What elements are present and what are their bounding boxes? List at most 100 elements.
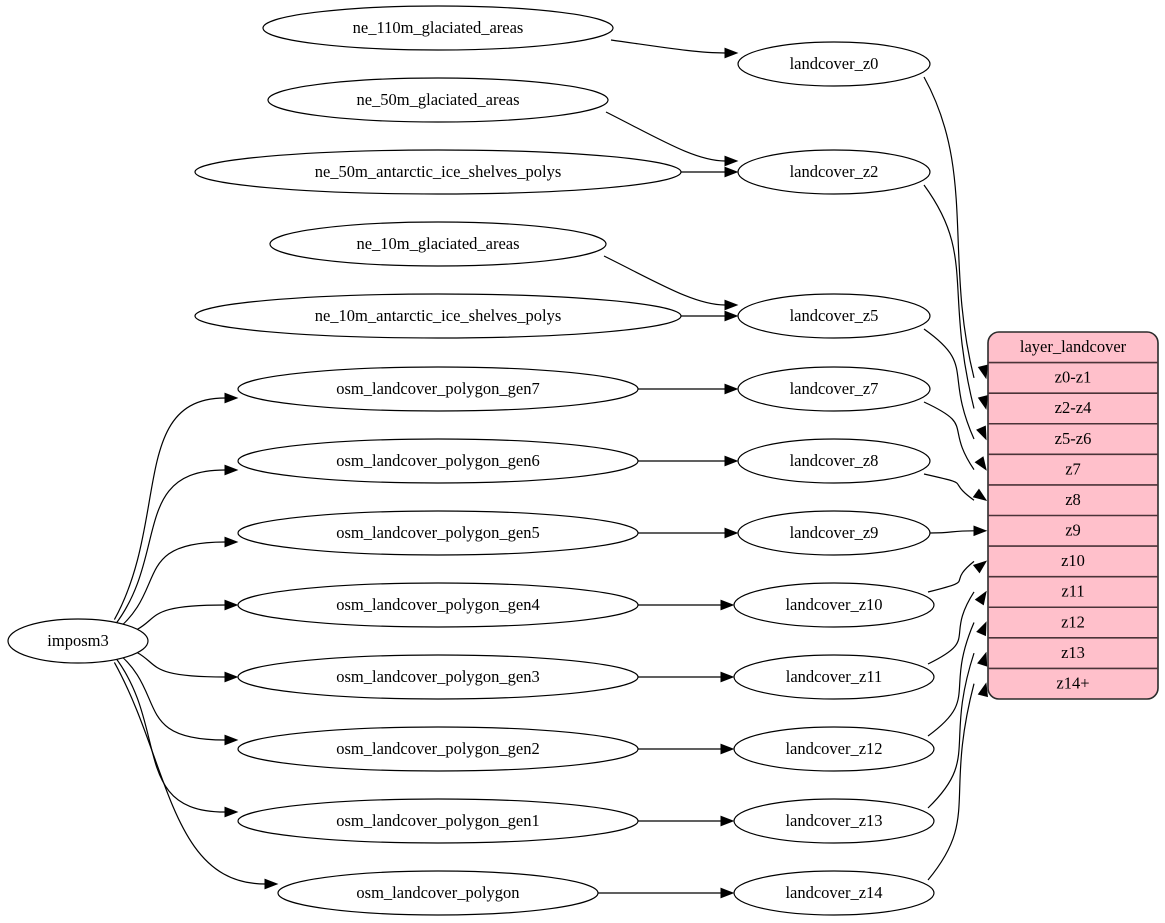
edge-imposm3-to-osm_landcover_polygon_gen2 [114, 649, 226, 741]
natural-earth-node-ne_50m_antarctic_ice_shelves_polys[interactable]: ne_50m_antarctic_ice_shelves_polys [194, 149, 682, 195]
edge-imposm3-to-osm_landcover_polygon_gen7 [113, 397, 226, 620]
osm-table-node-osm_landcover_polygon_gen7[interactable]: osm_landcover_polygon_gen7 [237, 366, 639, 412]
source-node-imposm3[interactable]: imposm3 [7, 618, 149, 664]
table-row-z2-z4[interactable]: z2-z4 [988, 393, 1158, 424]
edge-arrowhead [224, 392, 239, 404]
table-row-hitbox[interactable] [988, 424, 1158, 455]
landcover-node-landcover_z5[interactable]: landcover_z5 [737, 293, 931, 339]
table-row-z5-z6[interactable]: z5-z6 [988, 424, 1158, 455]
table-row-hitbox[interactable] [988, 668, 1158, 699]
landcover-node-landcover_z0[interactable]: landcover_z0 [737, 41, 931, 87]
landcover-node-landcover_z8[interactable]: landcover_z8 [737, 438, 931, 484]
node-ellipse [7, 618, 149, 664]
edge-arrowhead [224, 464, 239, 476]
table-row-z13[interactable]: z13 [988, 638, 1158, 669]
table-row-z12[interactable]: z12 [988, 607, 1158, 638]
landcover-node-landcover_z7[interactable]: landcover_z7 [737, 366, 931, 412]
edge-arrowhead [224, 599, 239, 611]
landcover-node-landcover_z10[interactable]: landcover_z10 [733, 582, 935, 628]
edge-landcover_z12-to-table-row-8 [927, 622, 975, 737]
landcover-node-landcover_z2[interactable]: landcover_z2 [737, 149, 931, 195]
table-row-z0-z1[interactable]: z0-z1 [988, 363, 1158, 394]
node-ellipse [733, 654, 935, 700]
layer-landcover-table-group[interactable]: layer_landcoverz0-z1z2-z4z5-z6z7z8z9z10z… [987, 331, 1159, 700]
edge-arrowhead [724, 166, 739, 178]
table-row-hitbox[interactable] [988, 516, 1158, 547]
layer-landcover-table: layer_landcoverz0-z1z2-z4z5-z6z7z8z9z10z… [987, 331, 1159, 700]
nodes-layer: imposm3 ne_110m_glaciated_areas ne_50m_gla… [7, 5, 935, 916]
table-row-hitbox[interactable] [988, 454, 1158, 485]
edge-landcover_z8-to-table-row-4 [923, 473, 975, 501]
osm-table-node-osm_landcover_polygon_gen3[interactable]: osm_landcover_polygon_gen3 [237, 654, 639, 700]
table-row-z9[interactable]: z9 [988, 516, 1158, 547]
osm-table-node-osm_landcover_polygon_gen5[interactable]: osm_landcover_polygon_gen5 [237, 510, 639, 556]
natural-earth-node-ne_50m_glaciated_areas[interactable]: ne_50m_glaciated_areas [267, 77, 609, 123]
edge-landcover_z11-to-table-row-7 [927, 591, 975, 665]
landcover-node-landcover_z9[interactable]: landcover_z9 [737, 510, 931, 556]
edge-arrowhead [224, 536, 239, 548]
node-ellipse [237, 582, 639, 628]
edge-arrowhead [224, 671, 239, 683]
table-row-hitbox[interactable] [988, 393, 1158, 424]
table-row-z8[interactable]: z8 [988, 485, 1158, 516]
table-row-z7[interactable]: z7 [988, 454, 1158, 485]
table-row-hitbox[interactable] [988, 577, 1158, 608]
edge-landcover_z0-to-table-row-0 [923, 76, 975, 379]
landcover-node-landcover_z11[interactable]: landcover_z11 [733, 654, 935, 700]
edge-arrowhead [977, 651, 988, 667]
edge-arrowhead [724, 455, 739, 467]
node-ellipse [737, 438, 931, 484]
edge-arrowhead [224, 734, 239, 746]
osm-table-node-osm_landcover_polygon_gen6[interactable]: osm_landcover_polygon_gen6 [237, 438, 639, 484]
edge-arrowhead [974, 590, 987, 606]
natural-earth-node-ne_10m_glaciated_areas[interactable]: ne_10m_glaciated_areas [269, 221, 607, 267]
edge-arrowhead [724, 310, 739, 322]
edge-arrowhead [977, 395, 989, 410]
edge-arrowhead [724, 47, 739, 59]
node-ellipse [737, 293, 931, 339]
edge-arrowhead [976, 621, 987, 637]
osm-table-node-osm_landcover_polygon[interactable]: osm_landcover_polygon [277, 870, 599, 916]
osm-table-node-osm_landcover_polygon_gen2[interactable]: osm_landcover_polygon_gen2 [237, 726, 639, 772]
edge-arrowhead [972, 488, 988, 502]
node-ellipse [267, 77, 609, 123]
landcover-node-landcover_z13[interactable]: landcover_z13 [733, 798, 935, 844]
edge-arrowhead [720, 815, 735, 827]
edge-imposm3-to-osm_landcover_polygon_gen5 [114, 541, 226, 633]
node-ellipse [737, 41, 931, 87]
node-ellipse [194, 149, 682, 195]
node-ellipse [277, 870, 599, 916]
edge-landcover_z2-to-table-row-1 [923, 184, 975, 409]
table-row-z14+[interactable]: z14+ [988, 668, 1158, 699]
natural-earth-node-ne_10m_antarctic_ice_shelves_polys[interactable]: ne_10m_antarctic_ice_shelves_polys [194, 293, 682, 339]
table-row-hitbox[interactable] [988, 363, 1158, 394]
table-row-z11[interactable]: z11 [988, 577, 1158, 608]
table-row-hitbox[interactable] [988, 607, 1158, 638]
landcover-node-landcover_z14[interactable]: landcover_z14 [733, 870, 935, 916]
natural-earth-node-ne_110m_glaciated_areas[interactable]: ne_110m_glaciated_areas [262, 5, 614, 51]
node-ellipse [733, 582, 935, 628]
node-ellipse [733, 726, 935, 772]
table-row-z10[interactable]: z10 [988, 546, 1158, 577]
node-ellipse [733, 798, 935, 844]
edge-landcover_z13-to-table-row-9 [927, 652, 975, 809]
node-ellipse [237, 510, 639, 556]
table-row-hitbox[interactable] [988, 638, 1158, 669]
edge-arrowhead [972, 560, 988, 574]
landcover-node-landcover_z12[interactable]: landcover_z12 [733, 726, 935, 772]
table-row-hitbox[interactable] [988, 546, 1158, 577]
edge-arrowhead [724, 527, 739, 539]
edge-ne_110m_glaciated_areas-to-landcover_z0 [610, 39, 726, 54]
table-row-hitbox[interactable] [988, 485, 1158, 516]
edge-imposm3-to-osm_landcover_polygon_gen6 [113, 469, 226, 627]
edge-landcover_z14-to-table-row-10 [927, 683, 975, 881]
edge-arrowhead [724, 299, 739, 311]
node-ellipse [237, 726, 639, 772]
osm-table-node-osm_landcover_polygon_gen1[interactable]: osm_landcover_polygon_gen1 [237, 798, 639, 844]
osm-table-node-osm_landcover_polygon_gen4[interactable]: osm_landcover_polygon_gen4 [237, 582, 639, 628]
edge-arrowhead [724, 155, 739, 167]
node-ellipse [737, 366, 931, 412]
edge-imposm3-to-osm_landcover_polygon [113, 662, 266, 885]
edge-arrowhead [974, 456, 987, 471]
